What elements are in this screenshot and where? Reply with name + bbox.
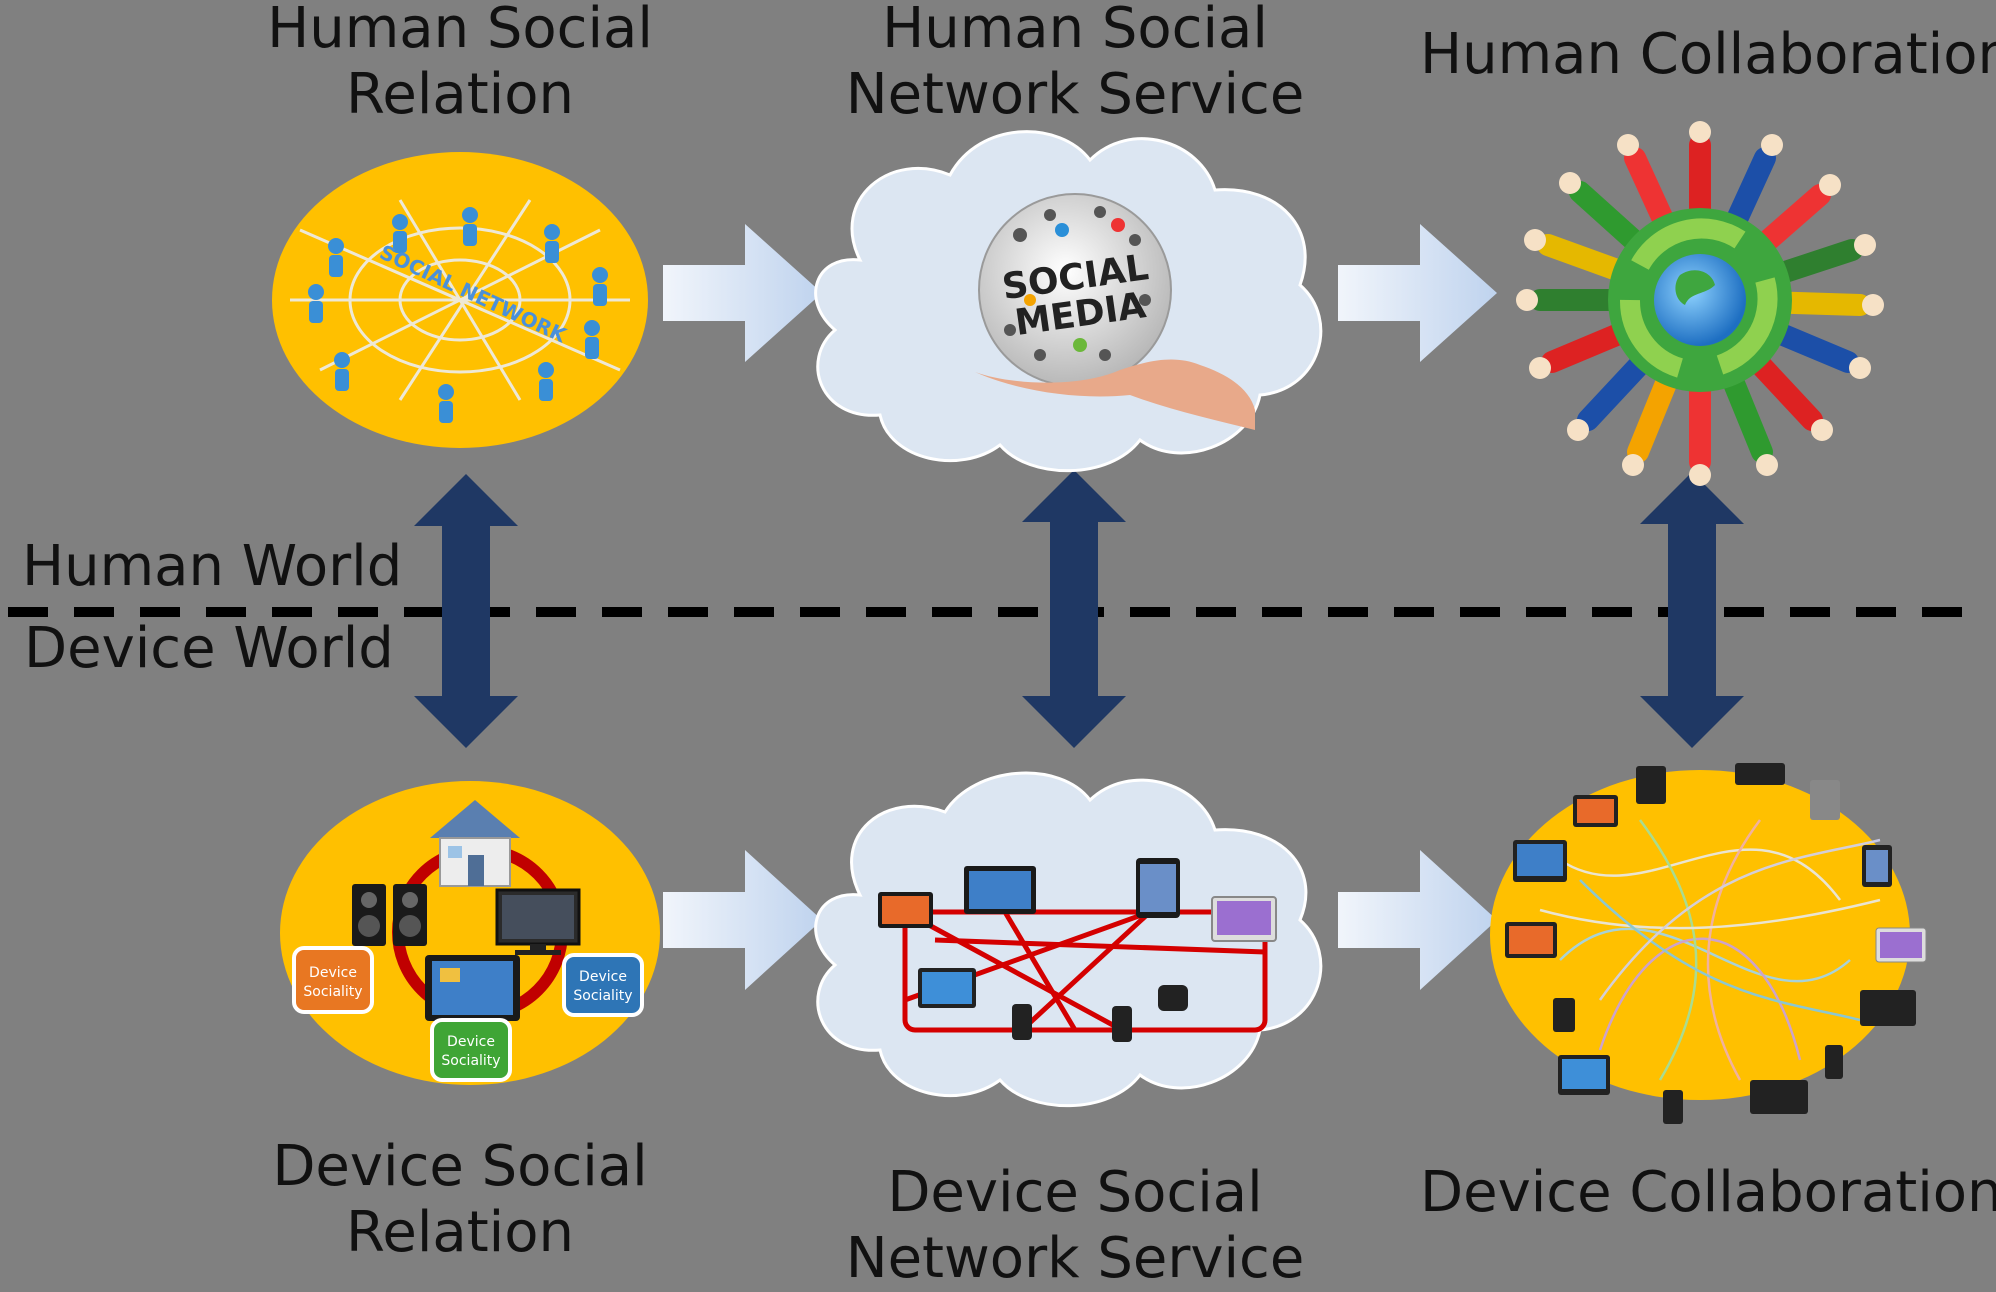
label-line: Relation xyxy=(346,1200,574,1265)
device-sociality-badge-green: Device Sociality xyxy=(430,1018,512,1082)
social-network-illustration: SOCIAL NETWORK xyxy=(272,152,648,448)
device-collaboration-illustration xyxy=(1490,763,1927,1124)
device-social-illustration: Device Sociality Device Sociality Device… xyxy=(280,781,660,1085)
device-sns-cloud xyxy=(814,771,1323,1108)
device-sociality-badge-orange: Device Sociality xyxy=(292,946,374,1014)
svg-text:Sociality: Sociality xyxy=(573,988,632,1004)
house-icon xyxy=(430,800,520,887)
label-human-sns: Human Social Network Service xyxy=(840,0,1310,128)
label-line: Human Social xyxy=(267,0,653,61)
double-arrow-left xyxy=(414,474,518,748)
label-device-collaboration: Device Collaboration xyxy=(1420,1160,1996,1226)
label-human-world: Human World xyxy=(22,534,403,599)
label-device-sns: Device Social Network Service xyxy=(840,1160,1310,1292)
arrow-right-bottom-1 xyxy=(663,850,822,990)
svg-text:Device: Device xyxy=(579,969,627,985)
label-line: Human Collaboration xyxy=(1420,22,1996,87)
label-line: Human Social xyxy=(882,0,1268,61)
social-media-globe: SOCIAL MEDIA xyxy=(975,193,1255,430)
label-human-collaboration: Human Collaboration xyxy=(1420,22,1996,88)
double-arrow-middle xyxy=(1022,470,1126,748)
label-device-social-relation: Device Social Relation xyxy=(250,1134,670,1266)
label-line: Device Social xyxy=(272,1134,648,1199)
arrow-right-top-1 xyxy=(663,224,822,362)
label-line: Relation xyxy=(346,62,574,127)
svg-text:Device: Device xyxy=(447,1034,495,1050)
human-collaboration-illustration xyxy=(1516,121,1884,486)
label-line: Network Service xyxy=(845,1226,1305,1291)
speaker-icon xyxy=(352,884,427,946)
double-arrow-right xyxy=(1640,472,1744,748)
svg-text:Sociality: Sociality xyxy=(303,984,362,1000)
svg-text:Device: Device xyxy=(309,965,357,981)
svg-text:Sociality: Sociality xyxy=(441,1053,500,1069)
device-sociality-badge-blue: Device Sociality xyxy=(562,953,644,1017)
label-line: Device Social xyxy=(887,1160,1263,1225)
label-line: Network Service xyxy=(845,62,1305,127)
label-line: Device Collaboration xyxy=(1420,1160,1996,1225)
arrow-right-top-2 xyxy=(1338,224,1497,362)
label-device-world: Device World xyxy=(24,616,394,681)
tablet-icon xyxy=(425,955,520,1021)
tv-icon xyxy=(495,888,581,955)
label-human-social-relation: Human Social Relation xyxy=(250,0,670,128)
arrow-right-bottom-2 xyxy=(1338,850,1497,990)
